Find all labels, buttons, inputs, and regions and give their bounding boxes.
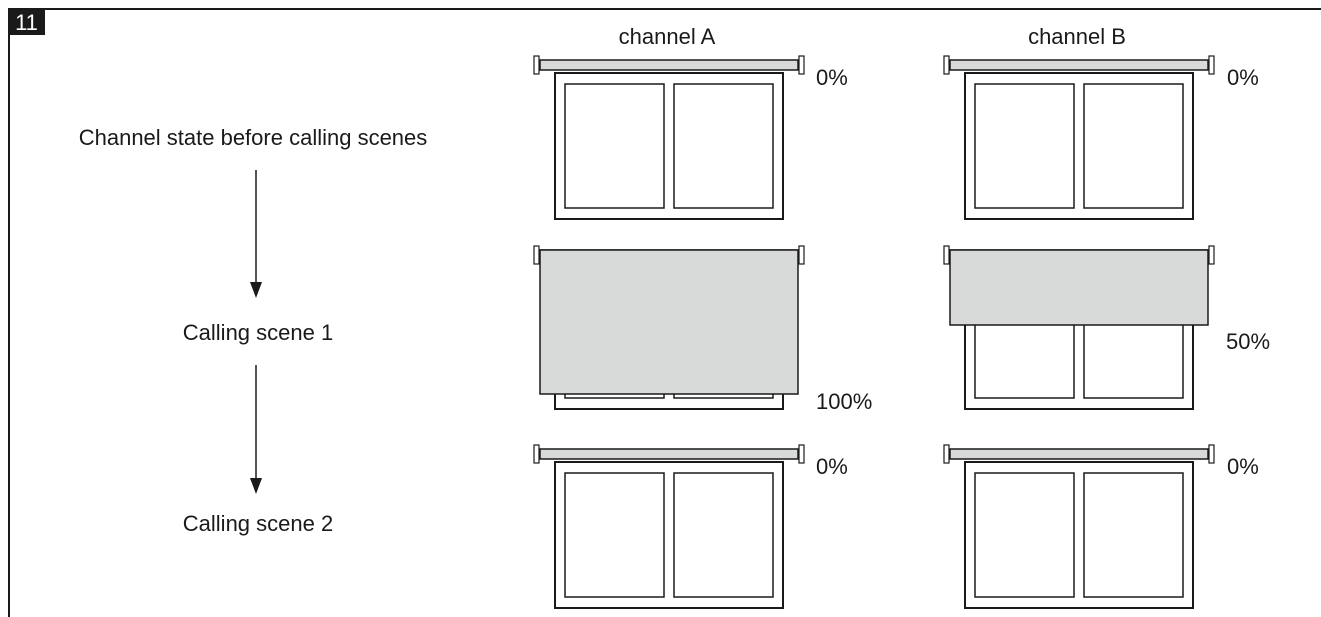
- roller-box: [539, 448, 799, 460]
- blind-curtain: [949, 249, 1209, 326]
- step-label-scene-2: Calling scene 2: [183, 511, 333, 536]
- column-label-channel-a: channel A: [619, 24, 716, 49]
- arrow-head-icon: [250, 282, 262, 298]
- flow-arrow-1: [250, 170, 262, 298]
- window-scene-1-channel-b: [943, 245, 1215, 410]
- window-before-channel-a: [533, 55, 805, 220]
- roller-end-cap-right: [798, 245, 805, 265]
- window-sash-left: [974, 83, 1075, 209]
- roller-end-cap-right: [798, 55, 805, 75]
- roller-end-cap-right: [1208, 55, 1215, 75]
- roller-end-cap-left: [943, 55, 950, 75]
- window-sash-left: [564, 83, 665, 209]
- level-label-before-b: 0%: [1227, 65, 1259, 90]
- roller-end-cap-left: [943, 245, 950, 265]
- window-scene-2-channel-b: [943, 444, 1215, 609]
- figure-number: 11: [15, 10, 38, 35]
- window-sash-right: [673, 472, 774, 598]
- roller-end-cap-left: [533, 444, 540, 464]
- level-label-scene-2-b: 0%: [1227, 454, 1259, 479]
- step-label-before: Channel state before calling scenes: [79, 125, 428, 150]
- level-label-scene-1-b: 50%: [1226, 329, 1270, 354]
- window-frame: [554, 72, 784, 220]
- window-frame: [964, 72, 1194, 220]
- window-before-channel-b: [943, 55, 1215, 220]
- window-scene-2-channel-a: [533, 444, 805, 609]
- roller-end-cap-right: [1208, 245, 1215, 265]
- window-scene-1-channel-a: [533, 245, 805, 410]
- flow-arrow-2: [250, 365, 262, 494]
- roller-end-cap-left: [533, 55, 540, 75]
- arrow-head-icon: [250, 478, 262, 494]
- blind-curtain: [539, 249, 799, 395]
- roller-end-cap-left: [943, 444, 950, 464]
- window-sash-right: [1083, 472, 1184, 598]
- roller-end-cap-left: [533, 245, 540, 265]
- level-label-scene-2-a: 0%: [816, 454, 848, 479]
- window-frame: [964, 461, 1194, 609]
- window-sash-left: [974, 472, 1075, 598]
- window-frame: [554, 461, 784, 609]
- roller-box: [539, 59, 799, 71]
- figure-frame: [8, 8, 1321, 617]
- window-sash-right: [1083, 83, 1184, 209]
- roller-box: [949, 448, 1209, 460]
- step-label-scene-1: Calling scene 1: [183, 320, 333, 345]
- roller-box: [949, 59, 1209, 71]
- roller-end-cap-right: [1208, 444, 1215, 464]
- level-label-scene-1-a: 100%: [816, 389, 872, 414]
- window-sash-left: [564, 472, 665, 598]
- roller-end-cap-right: [798, 444, 805, 464]
- level-label-before-a: 0%: [816, 65, 848, 90]
- column-label-channel-b: channel B: [1028, 24, 1126, 49]
- figure-number-badge: 11: [8, 9, 45, 35]
- figure-number-box: [8, 9, 45, 35]
- window-sash-right: [673, 83, 774, 209]
